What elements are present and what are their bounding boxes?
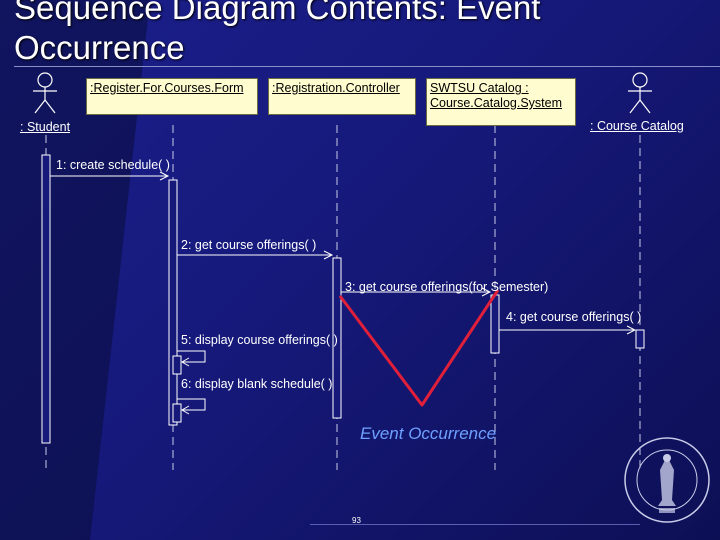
message-5-label: 5: display course offerings( ) bbox=[181, 333, 338, 347]
form-self-activation-2 bbox=[172, 403, 182, 423]
form-self-activation-1 bbox=[172, 355, 182, 375]
message-6-self-arrow bbox=[177, 398, 206, 411]
slide-title: Sequence Diagram Contents: Event Occurre… bbox=[14, 0, 541, 66]
event-occurrence-label: Event Occurrence bbox=[360, 424, 497, 443]
event-occurrence-pointer bbox=[338, 289, 500, 407]
course-catalog-actor-label: : Course Catalog bbox=[590, 119, 684, 133]
message-3-label: 3: get course offerings(for Semester) bbox=[345, 280, 549, 294]
course-catalog-activation-bar bbox=[635, 329, 645, 349]
form-activation-bar bbox=[168, 179, 178, 426]
message-5-self-arrow bbox=[177, 350, 206, 363]
message-2-label: 2: get course offerings( ) bbox=[181, 238, 317, 252]
title-divider bbox=[14, 66, 720, 67]
catalog-system-object: SWTSU Catalog : Course.Catalog.System bbox=[426, 78, 576, 126]
message-1-label: 1: create schedule( ) bbox=[56, 158, 170, 172]
registration-controller-object: :Registration.Controller bbox=[268, 78, 416, 115]
footer-divider bbox=[310, 524, 640, 525]
controller-activation-bar bbox=[332, 257, 342, 419]
page-number: 93 bbox=[352, 516, 361, 525]
course-catalog-actor-icon bbox=[628, 72, 652, 114]
student-activation-bar bbox=[41, 154, 51, 444]
message-4-label: 4: get course offerings( ) bbox=[506, 310, 642, 324]
register-form-object: :Register.For.Courses.Form bbox=[86, 78, 258, 115]
university-seal-icon bbox=[624, 437, 710, 523]
message-6-label: 6: display blank schedule( ) bbox=[181, 377, 333, 391]
catalog-system-activation-bar bbox=[490, 294, 500, 354]
student-actor-label: : Student bbox=[20, 120, 71, 134]
student-actor-icon bbox=[33, 72, 57, 114]
